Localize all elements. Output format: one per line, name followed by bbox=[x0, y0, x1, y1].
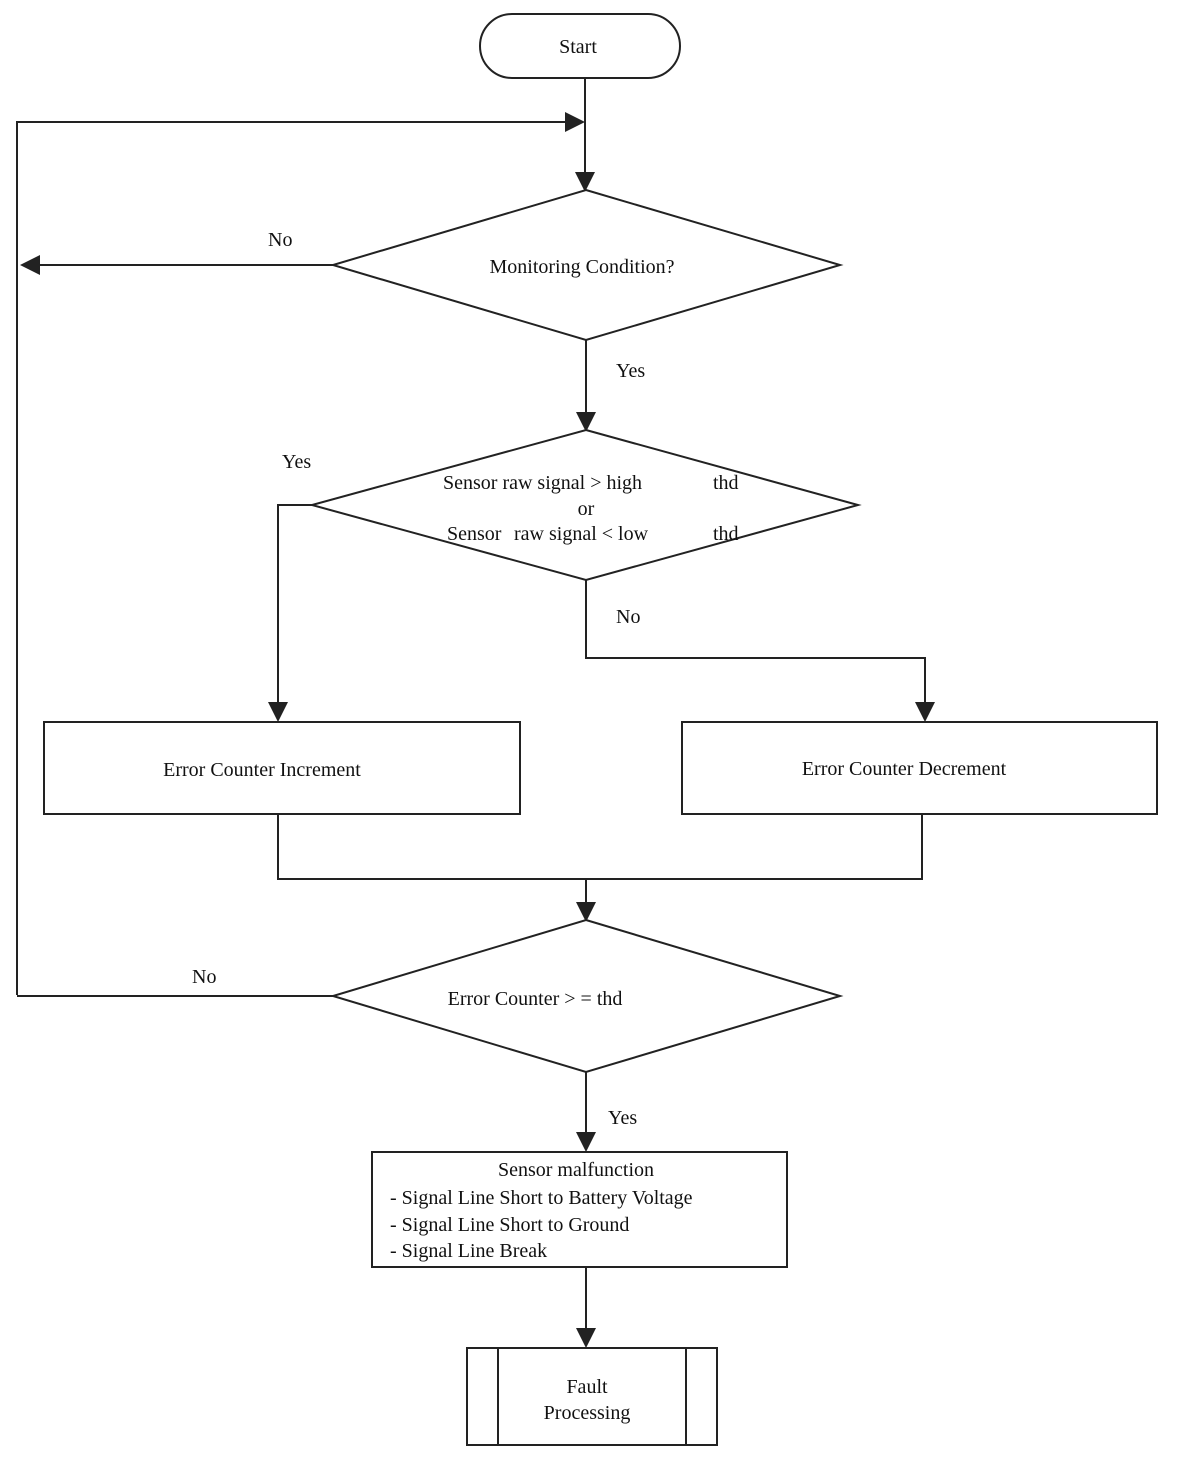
arrowhead-into-monitoring bbox=[575, 172, 595, 192]
start-label: Start bbox=[559, 36, 597, 58]
malfunction-item: - Signal Line Short to Battery Voltage bbox=[390, 1187, 693, 1209]
monitoring-no-branch: No bbox=[20, 229, 333, 275]
counter-yes-branch: Yes bbox=[576, 1072, 637, 1152]
monitoring-no-arrowhead bbox=[20, 255, 40, 275]
monitoring-yes-arrowhead bbox=[576, 412, 596, 432]
threshold-no-arrowhead bbox=[915, 702, 935, 722]
threshold-label-line2: or bbox=[578, 498, 595, 520]
error-counter-decrement-box: Error Counter Decrement bbox=[681, 721, 1158, 815]
malfunction-item: - Signal Line Break bbox=[390, 1240, 547, 1262]
merge-connector bbox=[277, 814, 923, 922]
threshold-label-line3-thd: thd bbox=[713, 523, 739, 545]
arrowhead-into-fault-processing bbox=[576, 1328, 596, 1348]
counter-no-label: No bbox=[192, 966, 216, 988]
loop-back-arrowhead bbox=[565, 112, 585, 132]
threshold-no-label: No bbox=[616, 606, 640, 628]
threshold-label-line3-mid: raw signal < low bbox=[514, 523, 649, 545]
counter-yes-arrowhead bbox=[576, 1132, 596, 1152]
monitoring-condition-label: Monitoring Condition? bbox=[490, 256, 675, 278]
threshold-yes-label: Yes bbox=[282, 451, 311, 473]
error-counter-increment-box: Error Counter Increment bbox=[43, 721, 521, 815]
fault-processing-box: Fault Processing bbox=[466, 1347, 718, 1446]
counter-threshold-decision: Error Counter > = thd bbox=[329, 918, 844, 1074]
arrowhead-into-counter-check bbox=[576, 902, 596, 922]
threshold-label-line1-thd: thd bbox=[713, 472, 739, 494]
fault-processing-label-line2: Processing bbox=[544, 1402, 631, 1424]
threshold-label-line3: Sensor bbox=[447, 523, 502, 545]
start-node: Start bbox=[479, 13, 681, 79]
counter-no-branch: No bbox=[17, 966, 333, 997]
threshold-decision: Sensor raw signal > high thd or Sensor r… bbox=[308, 428, 862, 582]
monitoring-yes-label: Yes bbox=[616, 360, 645, 382]
fault-processing-label-line1: Fault bbox=[566, 1376, 608, 1398]
sensor-malfunction-box: Sensor malfunction - Signal Line Short t… bbox=[371, 1151, 788, 1268]
connector-to-fault-processing bbox=[576, 1267, 596, 1348]
counter-yes-label: Yes bbox=[608, 1107, 637, 1129]
monitoring-condition-decision: Monitoring Condition? bbox=[329, 188, 844, 342]
monitoring-yes-branch: Yes bbox=[576, 340, 645, 432]
threshold-no-branch: No bbox=[585, 580, 935, 722]
threshold-label-line1: Sensor raw signal > high bbox=[443, 472, 642, 494]
malfunction-item: - Signal Line Short to Ground bbox=[390, 1214, 629, 1236]
error-counter-increment-label: Error Counter Increment bbox=[163, 759, 361, 781]
counter-threshold-label: Error Counter > = thd bbox=[448, 988, 623, 1010]
monitoring-no-label: No bbox=[268, 229, 292, 251]
threshold-yes-branch: Yes bbox=[268, 451, 312, 722]
loop-back-connector bbox=[16, 112, 585, 995]
error-counter-decrement-label: Error Counter Decrement bbox=[802, 758, 1007, 780]
threshold-yes-arrowhead bbox=[268, 702, 288, 722]
sensor-malfunction-title: Sensor malfunction bbox=[498, 1159, 654, 1181]
